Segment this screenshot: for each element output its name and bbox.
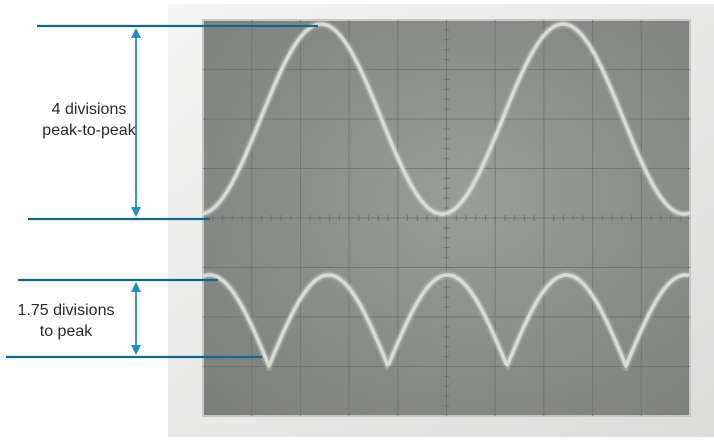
arrow-head-down [131, 345, 141, 355]
to-peak-label-line1: 1.75 divisions [17, 302, 115, 319]
rectified-trace [202, 273, 690, 368]
arrow-head-up [131, 282, 141, 292]
peak-to-peak-label-line2: peak-to-peak [42, 122, 136, 139]
to-peak-label-line2: to peak [39, 323, 93, 340]
sine-trace [201, 22, 691, 216]
peak-to-peak-label: 4 divisions peak-to-peak [14, 99, 164, 141]
measurement-annotations [6, 24, 318, 359]
peak-to-peak-arrow [131, 28, 141, 217]
to-peak-label: 1.75 divisions to peak [0, 300, 132, 342]
arrow-head-up [131, 28, 141, 38]
peak-to-peak-label-line1: 4 divisions [51, 101, 127, 118]
to-peak-arrow [131, 282, 141, 355]
waveform-traces [201, 20, 691, 376]
arrow-head-down [131, 207, 141, 217]
